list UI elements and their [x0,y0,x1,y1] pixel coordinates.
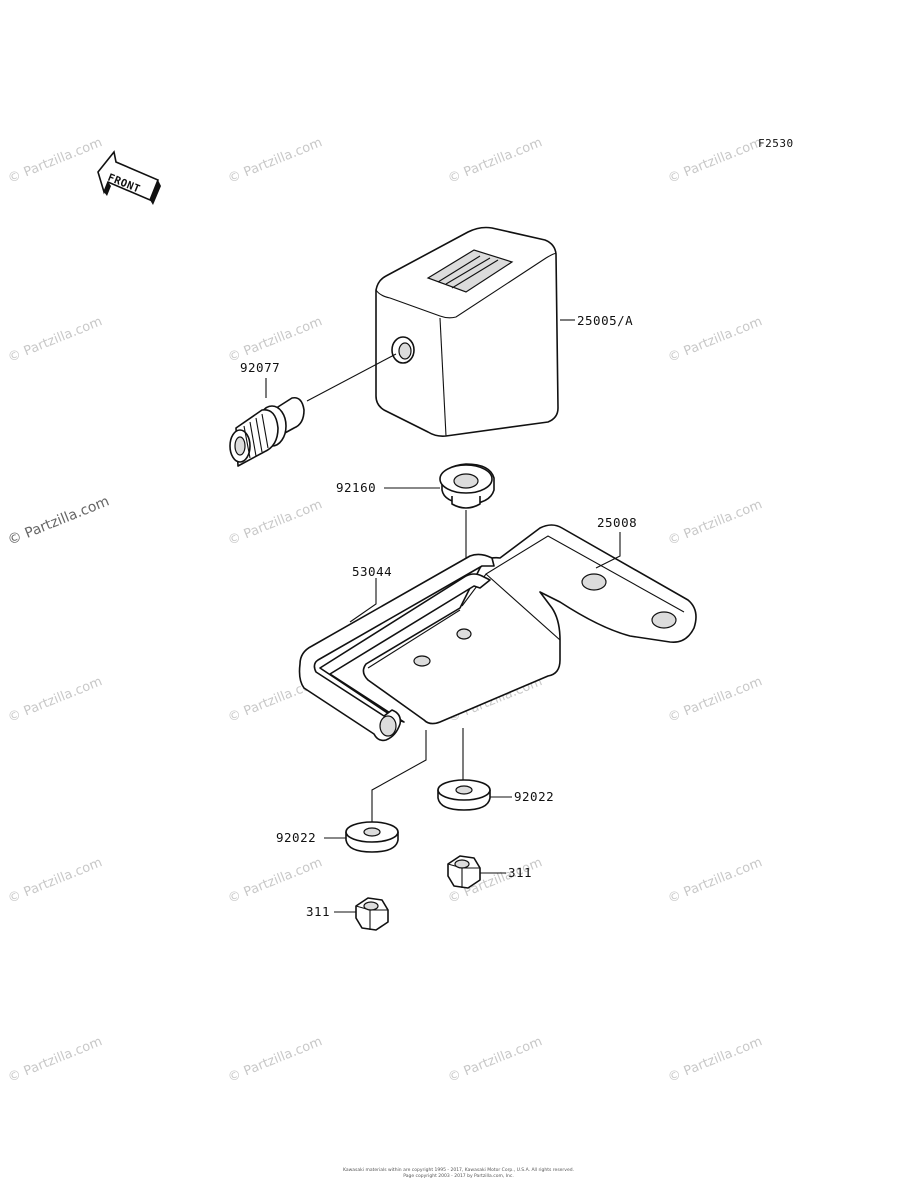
copyright-footer: Kawasaki materials within are copyright … [0,1168,917,1180]
watermark: © Partzilla.com [226,135,325,186]
leader-clamp [349,578,377,623]
watermark: © Partzilla.com [666,497,765,548]
callout-311-left[interactable]: 311 [306,904,330,919]
figure-code: F2530 [758,137,794,150]
hex-nut-left [334,897,389,931]
watermark: © Partzilla.com [446,1034,545,1085]
watermark: © Partzilla.com [6,493,112,548]
adjuster-knob [229,353,397,467]
washer-right [437,779,512,811]
callout-311-right[interactable]: 311 [508,865,532,880]
watermark: © Partzilla.com [666,1034,765,1085]
callout-53044[interactable]: 53044 [352,564,392,579]
watermark: © Partzilla.com [666,855,765,906]
watermark: © Partzilla.com [6,1034,105,1085]
watermark: © Partzilla.com [666,314,765,365]
watermark: © Partzilla.com [226,314,325,365]
callout-92022-right[interactable]: 92022 [514,789,554,804]
watermark: © Partzilla.com [446,135,545,186]
watermark: © Partzilla.com [226,497,325,548]
front-arrow-icon: FRONT [97,150,161,205]
watermark: © Partzilla.com [6,314,105,365]
indicator-housing [375,226,559,437]
watermark: © Partzilla.com [6,855,105,906]
watermark: © Partzilla.com [6,674,105,725]
watermark: © Partzilla.com [666,135,765,186]
callout-92022-left[interactable]: 92022 [276,830,316,845]
callout-92160[interactable]: 92160 [336,480,376,495]
callout-25005A[interactable]: 25005/A [577,313,633,328]
watermark: © Partzilla.com [666,674,765,725]
callout-92077[interactable]: 92077 [240,360,280,375]
watermark: © Partzilla.com [6,135,105,186]
watermark: © Partzilla.com [226,855,325,906]
callout-25008[interactable]: 25008 [597,515,637,530]
rubber-grommet [439,463,495,590]
copyright-line-1: Kawasaki materials within are copyright … [342,1168,574,1173]
copyright-line-2: Page copyright 2003 - 2017 by Partzilla.… [403,1174,514,1179]
watermark: © Partzilla.com [226,1034,325,1085]
mounting-bracket [362,524,697,725]
hex-nut-right [447,855,506,889]
leader-bracket [595,532,621,569]
washer-left [324,821,399,853]
wire-clamp [298,553,495,826]
